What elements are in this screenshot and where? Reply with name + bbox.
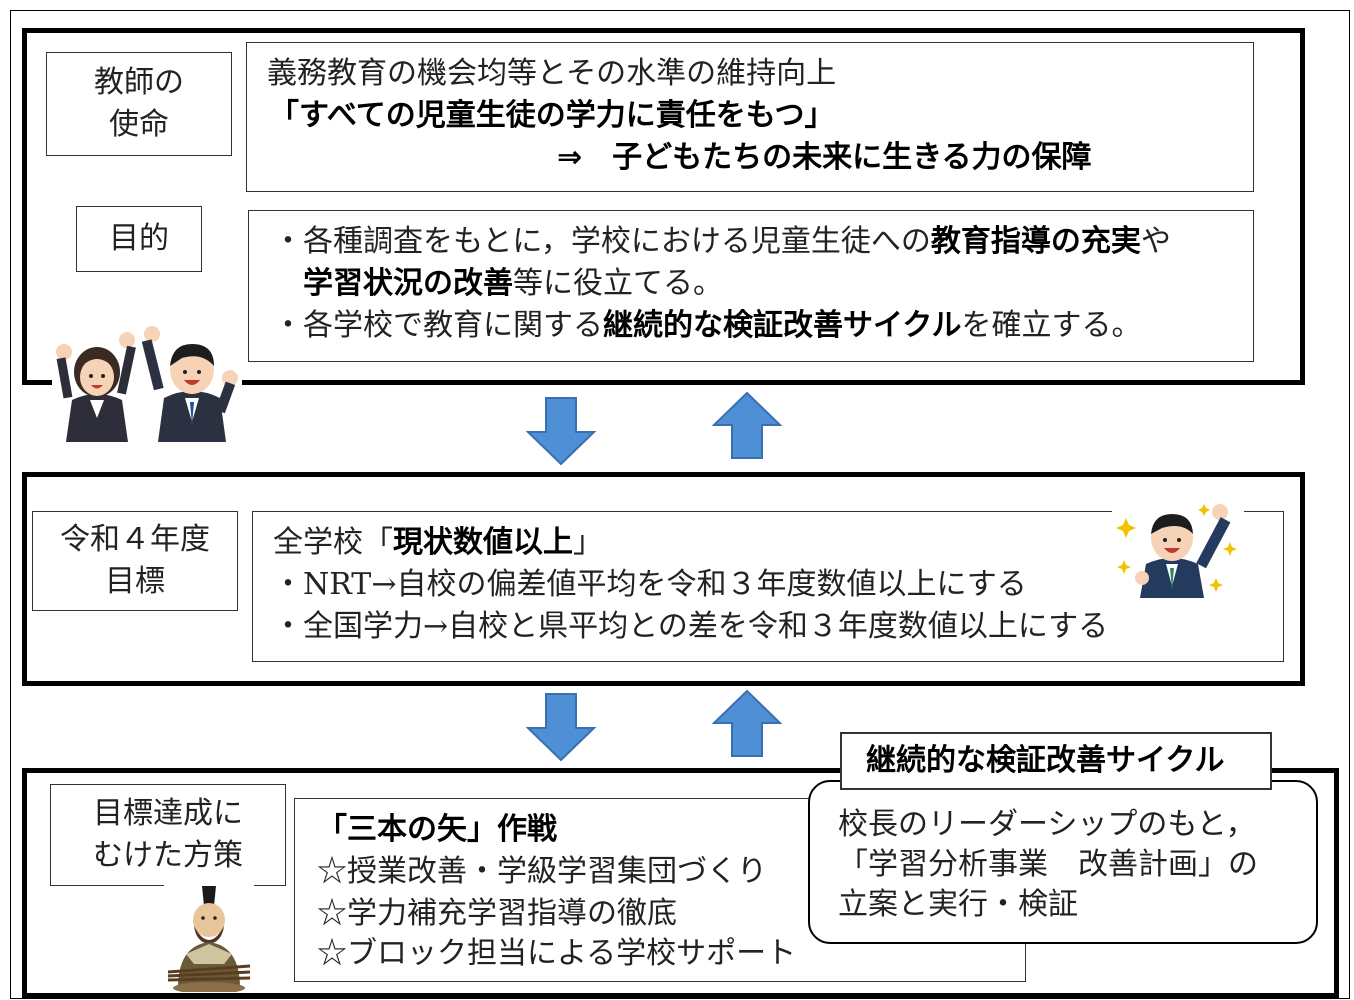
strategy-item3: ☆ブロック担当による学校サポート xyxy=(317,936,797,971)
goal-line1: 全学校「現状数値以上」 xyxy=(273,522,603,564)
strategy-title: 「三本の矢」作戦 xyxy=(317,812,557,847)
samurai-illustration xyxy=(164,884,254,994)
goal-label: 令和４年度 目標 xyxy=(32,511,238,611)
cycle-title: 継続的な検証改善サイクル xyxy=(866,743,1225,778)
cycle-line1: 校長のリーダーシップのもと， xyxy=(838,807,1256,842)
mission-label-line2: 使命 xyxy=(109,107,169,142)
strategy-item1: ☆授業改善・学級学習集団づくり xyxy=(317,854,767,889)
up-arrow-icon xyxy=(711,689,783,757)
purpose-b1-bold2: 学習状況の改善 xyxy=(303,266,513,301)
mission-box: 義務教育の機会均等とその水準の維持向上 「すべての児童生徒の学力に責任をもつ」 … xyxy=(246,42,1254,192)
goal-line2: ・NRT→自校の偏差値平均を令和３年度数値以上にする xyxy=(273,567,1027,602)
purpose-label-text: 目的 xyxy=(109,221,169,256)
purpose-b1-bold1: 教育指導の充実 xyxy=(930,224,1141,259)
mission-label-line1: 教師の xyxy=(94,65,184,100)
up-arrow-icon xyxy=(711,391,783,459)
down-arrow-icon xyxy=(525,397,597,466)
cycle-line3: 立案と実行・検証 xyxy=(838,887,1078,922)
purpose-b1-pre: ・各種調査をもとに，学校における児童生徒への xyxy=(273,224,931,259)
purpose-b1-post: 等に役立てる。 xyxy=(513,266,723,301)
purpose-label: 目的 xyxy=(76,206,202,272)
mission-label: 教師の 使命 xyxy=(46,52,232,156)
purpose-bullet1-line1: ・各種調査をもとに，学校における児童生徒への教育指導の充実や xyxy=(273,221,1171,263)
goal-line3: ・全国学力→自校と県平均との差を令和３年度数値以上にする xyxy=(273,609,1109,644)
purpose-box: ・各種調査をもとに，学校における児童生徒への教育指導の充実や 学習状況の改善等に… xyxy=(248,210,1254,362)
mission-line3: ⇒ 子どもたちの未来に生きる力の保障 xyxy=(557,140,1092,175)
goal-label-line1: 令和４年度 xyxy=(60,522,210,557)
cheering-man-illustration xyxy=(1112,498,1244,598)
cycle-line2: 「学習分析事業 改善計画」の xyxy=(838,847,1258,882)
outer-frame xyxy=(10,10,1350,999)
mission-line1: 義務教育の機会均等とその水準の維持向上 xyxy=(267,56,837,91)
purpose-bullet1-line2: 学習状況の改善等に役立てる。 xyxy=(303,263,723,305)
mission-line2: 「すべての児童生徒の学力に責任をもつ」 xyxy=(269,98,835,133)
goal-line1-pre: 全学校「 xyxy=(273,525,393,560)
purpose-b1-mid: や xyxy=(1140,224,1171,259)
strategy-item2: ☆学力補充学習指導の徹底 xyxy=(317,896,677,931)
strategy-label-line1: 目標達成に xyxy=(93,796,243,831)
down-arrow-icon xyxy=(525,693,597,762)
purpose-b2-post: を確立する。 xyxy=(961,308,1142,343)
cheering-people-illustration xyxy=(52,322,242,442)
goal-line1-post: 」 xyxy=(573,525,603,560)
purpose-b2-pre: ・各学校で教育に関する xyxy=(273,308,603,343)
goal-label-line2: 目標 xyxy=(105,564,165,599)
cycle-callout: 校長のリーダーシップのもと， 「学習分析事業 改善計画」の 立案と実行・検証 xyxy=(808,780,1318,944)
strategy-label-line2: むけた方策 xyxy=(93,838,243,873)
purpose-b2-bold: 継続的な検証改善サイクル xyxy=(603,308,962,343)
cycle-title-box: 継続的な検証改善サイクル xyxy=(840,732,1272,790)
strategy-label: 目標達成に むけた方策 xyxy=(50,784,286,886)
purpose-bullet2: ・各学校で教育に関する継続的な検証改善サイクルを確立する。 xyxy=(273,305,1142,347)
goal-line1-bold: 現状数値以上 xyxy=(393,525,573,560)
